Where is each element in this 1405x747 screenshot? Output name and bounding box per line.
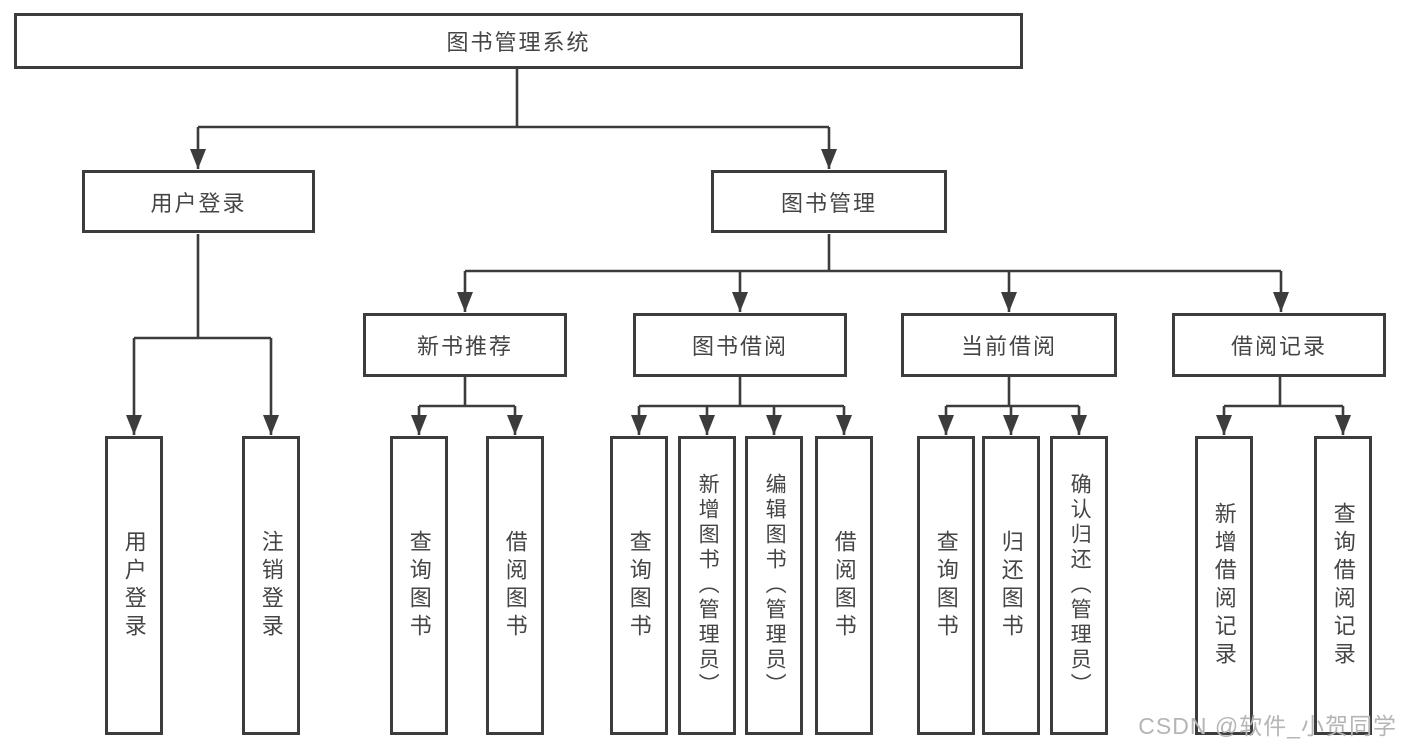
leaf-query-borrow-record: 查询借阅记录 (1314, 436, 1372, 735)
leaf-add-books-admin: 新增图书（管理员） (678, 436, 736, 735)
node-user-login-label: 用户登录 (150, 190, 247, 216)
node-borrow-records: 借阅记录 (1172, 313, 1386, 377)
node-current-borrow: 当前借阅 (901, 313, 1117, 377)
node-new-book-recommend-label: 新书推荐 (416, 334, 513, 359)
leaf-query-borrow-record-label: 查询借阅记录 (1330, 501, 1356, 670)
leaf-return-books-label: 归还图书 (998, 529, 1024, 642)
leaf-add-borrow-record-label: 新增借阅记录 (1211, 501, 1237, 670)
leaf-logout: 注销登录 (242, 436, 300, 735)
node-root-system: 图书管理系统 (14, 13, 1023, 69)
leaf-confirm-return-admin-label: 确认归还（管理员） (1068, 473, 1092, 698)
node-user-login: 用户登录 (82, 170, 315, 233)
leaf-borrow-books: 借阅图书 (815, 436, 873, 735)
node-book-borrow-label: 图书借阅 (691, 334, 788, 359)
leaf-edit-books-admin: 编辑图书（管理员） (745, 436, 803, 735)
node-book-borrow: 图书借阅 (633, 313, 847, 377)
leaf-query-books-current-label: 查询图书 (933, 529, 959, 642)
leaf-edit-books-admin-label: 编辑图书（管理员） (763, 473, 787, 698)
leaf-user-login-label: 用户登录 (121, 529, 147, 642)
leaf-add-books-admin-label: 新增图书（管理员） (696, 473, 720, 698)
node-book-management: 图书管理 (711, 170, 947, 233)
node-book-management-label: 图书管理 (780, 190, 877, 216)
leaf-query-books-borrow: 查询图书 (610, 436, 668, 735)
leaf-borrow-books-recommend-label: 借阅图书 (502, 529, 528, 642)
leaf-query-books-recommend-label: 查询图书 (406, 529, 432, 642)
leaf-query-books-recommend: 查询图书 (390, 436, 448, 735)
leaf-confirm-return-admin: 确认归还（管理员） (1050, 436, 1108, 735)
leaf-borrow-books-label: 借阅图书 (831, 529, 857, 642)
node-borrow-records-label: 借阅记录 (1230, 334, 1327, 359)
leaf-return-books: 归还图书 (982, 436, 1040, 735)
node-current-borrow-label: 当前借阅 (960, 334, 1057, 359)
node-new-book-recommend: 新书推荐 (363, 313, 567, 377)
leaf-query-books-borrow-label: 查询图书 (626, 529, 652, 642)
leaf-query-books-current: 查询图书 (917, 436, 975, 735)
leaf-logout-label: 注销登录 (258, 529, 284, 642)
node-root-label: 图书管理系统 (446, 30, 591, 55)
leaf-add-borrow-record: 新增借阅记录 (1195, 436, 1253, 735)
leaf-user-login: 用户登录 (105, 436, 163, 735)
leaf-borrow-books-recommend: 借阅图书 (486, 436, 544, 735)
